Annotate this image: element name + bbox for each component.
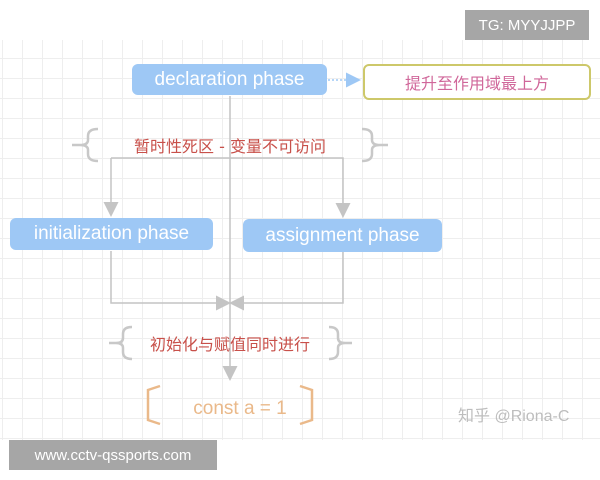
- code-text: const a = 1: [193, 398, 287, 419]
- simultaneous-annotation: 初始化与赋值同时进行: [134, 330, 326, 356]
- tg-badge: TG: MYYJJPP: [465, 10, 589, 40]
- code-snippet: const a = 1: [180, 396, 300, 422]
- hoisting-note-label: 提升至作用域最上方: [404, 74, 549, 93]
- initialization-phase-label: initialization phase: [33, 223, 190, 244]
- declaration-phase-label: declaration phase: [154, 68, 305, 90]
- tg-badge-text: TG: MYYJJPP: [478, 16, 576, 34]
- url-badge-text: www.cctv-qssports.com: [34, 446, 192, 464]
- initialization-phase-node: initialization phase: [10, 218, 213, 250]
- assignment-phase-label: assignment phase: [265, 224, 420, 246]
- url-badge: www.cctv-qssports.com: [9, 440, 217, 470]
- tdz-annotation: 暂时性死区 - 变量不可访问: [100, 132, 360, 158]
- declaration-phase-node: declaration phase: [132, 64, 327, 95]
- tdz-label: 暂时性死区 - 变量不可访问: [134, 137, 326, 156]
- assignment-phase-node: assignment phase: [243, 219, 442, 252]
- author-watermark: 知乎 @Riona-C: [458, 408, 570, 425]
- simultaneous-label: 初始化与赋值同时进行: [149, 335, 310, 354]
- hoisting-note-box: 提升至作用域最上方: [363, 64, 591, 100]
